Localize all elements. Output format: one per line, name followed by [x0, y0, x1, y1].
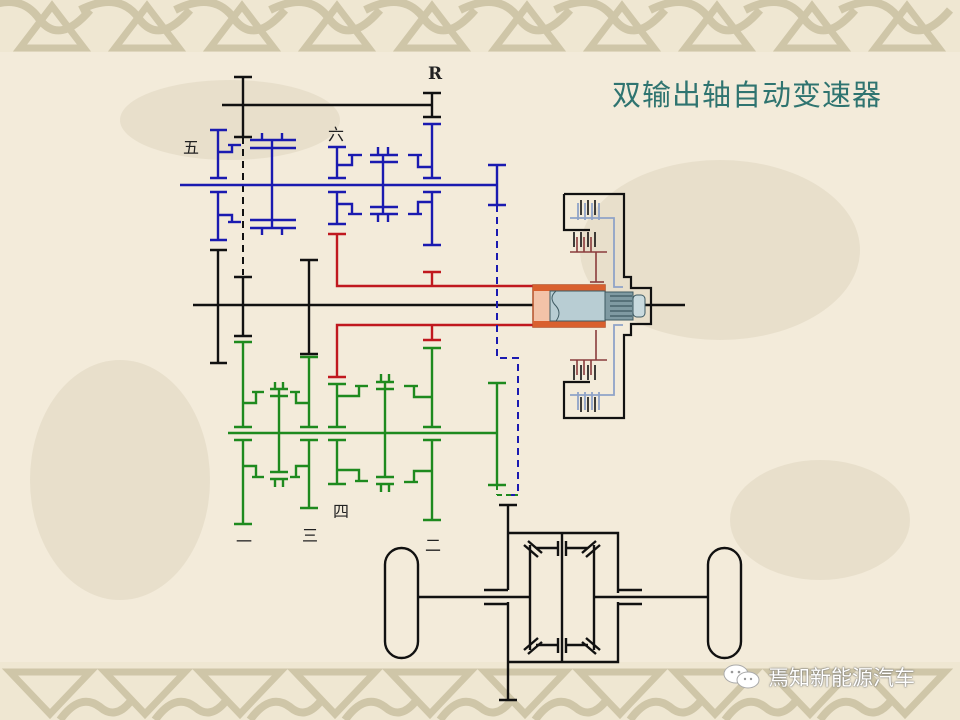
label-gear-4: 四 — [333, 502, 350, 521]
slide-title: 双输出轴自动变速器 — [612, 78, 883, 112]
upper-output-link — [496, 205, 519, 496]
label-gear-5: 五 — [183, 138, 200, 157]
decorative-border-bottom — [0, 662, 960, 720]
label-gear-3: 三 — [302, 526, 319, 545]
left-wheel — [383, 546, 420, 660]
upper-output-shaft — [180, 122, 506, 247]
dual-clutch — [532, 192, 653, 420]
watermark: 焉知新能源汽车 — [722, 664, 915, 690]
lower-output-shaft — [228, 340, 506, 526]
right-wheel — [706, 546, 743, 660]
wechat-icon — [723, 664, 760, 689]
decorative-border-top — [0, 0, 960, 52]
label-gear-1: 一 — [236, 532, 253, 551]
label-gear-6: 六 — [328, 125, 345, 144]
watermark-text: 焉知新能源汽车 — [768, 666, 915, 690]
background-brush-art — [30, 80, 910, 600]
label-gear-2: 二 — [425, 536, 442, 555]
label-reverse: R — [428, 64, 443, 84]
final-drive-differential — [418, 503, 708, 702]
hollow-input-shaft — [328, 232, 535, 379]
